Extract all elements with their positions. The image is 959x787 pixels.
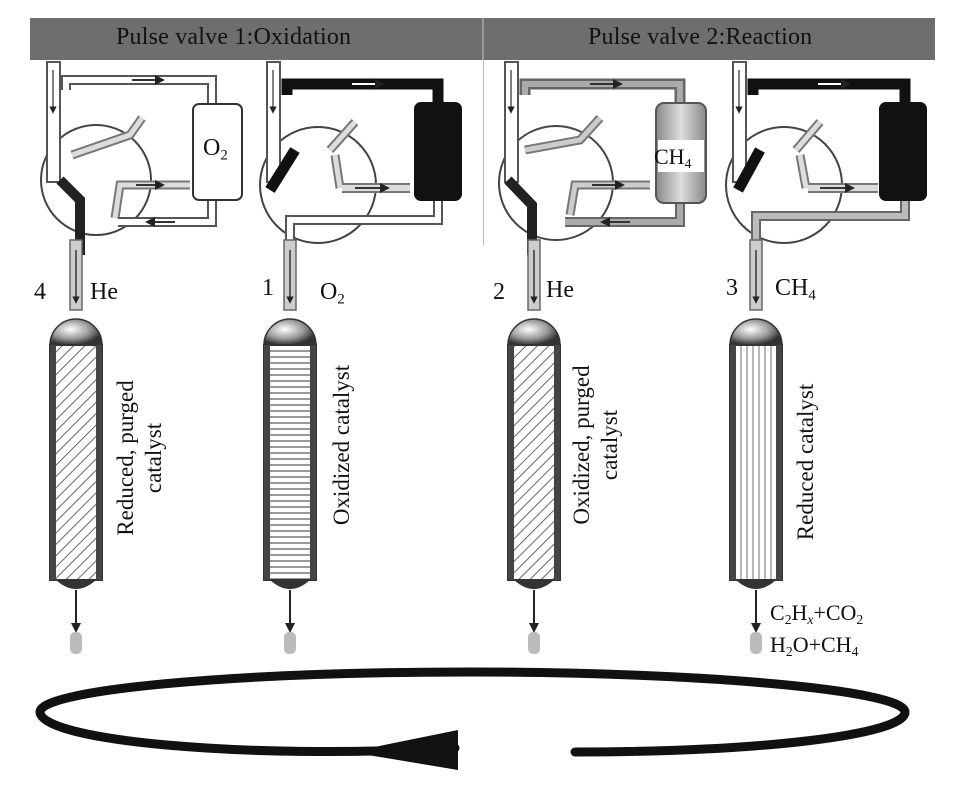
valve-assembly-4 [40,61,243,311]
valve-assembly-3 [725,61,927,311]
reactor-tube-3 [729,318,783,654]
o2-reservoir [192,103,243,201]
pulse-valve-2-label: Pulse valve 2:Reaction [588,24,813,50]
catalyst-label-3: Reduced catalyst [793,383,818,541]
gas-label-3: CH4 [775,275,816,304]
reactor-tube-4 [49,318,103,654]
valve-assembly-1 [259,61,462,311]
products-line-1: C2Hx+CO2 [770,600,864,628]
gas-label-2: He [546,277,574,303]
reactor-tube-2 [507,318,561,654]
cycle-arrow [35,667,910,770]
valve-assembly-2 [498,61,707,311]
gas-label-1: O2 [320,279,345,308]
header-bar: Pulse valve 1:Oxidation Pulse valve 2:Re… [30,18,935,60]
step-number-3: 3 [726,275,738,301]
ch4-reservoir-label: CH4 [654,144,692,172]
header-divider [482,18,484,60]
panel-separator [483,60,484,245]
gas-label-4: He [90,279,118,305]
o2-reservoir-label: O2 [203,135,228,164]
filled-reservoir [414,102,462,201]
rotor-circle [40,124,152,236]
step-number-4: 4 [34,279,46,305]
filled-reservoir [879,102,927,201]
reactor-tube-1 [263,318,317,654]
step-number-2: 2 [493,279,505,305]
catalyst-label-2: Oxidized, purged catalyst [569,365,622,525]
pulse-valve-1-label: Pulse valve 1:Oxidation [116,24,352,50]
products-line-2: H2O+CH4 [770,632,859,660]
cycle-arrowhead [350,730,458,770]
catalyst-label-4: Reduced, purged catalyst [113,380,166,536]
catalyst-label-1: Oxidized catalyst [329,364,354,526]
step-number-1: 1 [262,275,274,301]
